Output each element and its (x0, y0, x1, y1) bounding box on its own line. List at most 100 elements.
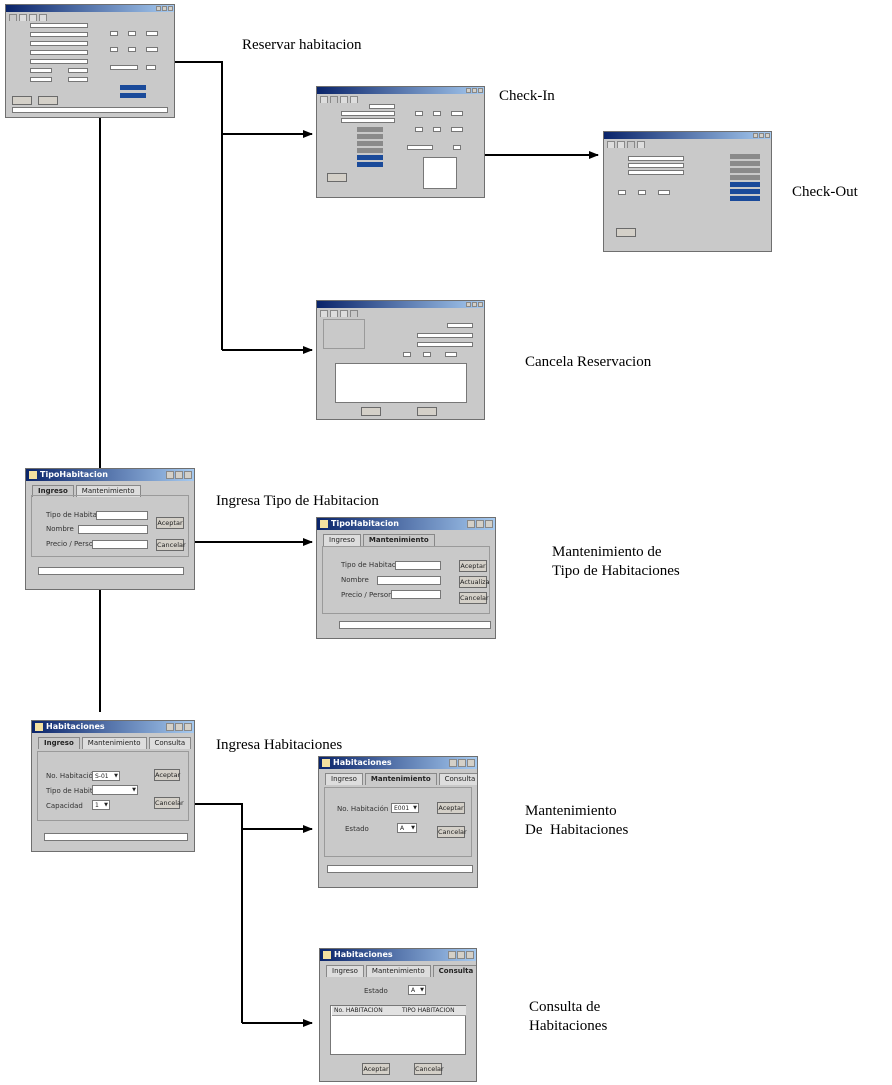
field[interactable] (433, 111, 441, 116)
field[interactable] (146, 31, 158, 36)
tab-reservaciones[interactable] (320, 96, 328, 103)
field[interactable] (30, 23, 88, 28)
field[interactable] (433, 127, 441, 132)
estado-select[interactable]: A (397, 823, 417, 833)
field[interactable] (628, 156, 684, 161)
tab-consulta[interactable]: Consulta (438, 773, 477, 785)
field[interactable] (451, 127, 463, 132)
field[interactable] (638, 190, 646, 195)
tab-checkout[interactable] (340, 310, 348, 317)
aceptar-button[interactable]: Aceptar (154, 769, 181, 781)
field[interactable] (415, 127, 423, 132)
field[interactable] (369, 104, 395, 109)
aceptar-button[interactable]: Aceptar (459, 560, 487, 572)
column-header-tipo-habitacion[interactable]: TIPO HABITACION (400, 1006, 466, 1016)
field[interactable] (30, 50, 88, 55)
field[interactable] (110, 65, 138, 70)
column-header-no-habitacion[interactable]: No. HABITACION (332, 1006, 400, 1016)
tab-checkout[interactable] (29, 14, 37, 21)
field[interactable] (68, 68, 88, 73)
tab-ingreso[interactable]: Ingreso (38, 737, 80, 749)
results-list[interactable] (335, 363, 467, 403)
tab-cancela[interactable] (350, 310, 358, 317)
field[interactable] (453, 145, 461, 150)
tab-cancela[interactable] (350, 96, 358, 103)
aceptar-button[interactable] (12, 96, 32, 105)
tab-checkin[interactable] (330, 310, 338, 317)
tipo-input[interactable] (96, 511, 148, 520)
field[interactable] (445, 352, 457, 357)
field[interactable] (146, 65, 156, 70)
tab-mantenimiento[interactable]: Mantenimiento (364, 773, 437, 785)
field[interactable] (128, 31, 136, 36)
field[interactable] (417, 333, 473, 338)
capacidad-select[interactable]: 1 (92, 800, 110, 810)
field[interactable] (417, 342, 473, 347)
field[interactable] (423, 352, 431, 357)
field[interactable] (341, 111, 395, 116)
field[interactable] (30, 68, 52, 73)
tab-mantenimiento[interactable]: Mantenimiento (365, 965, 431, 977)
tipo-habitacion-select[interactable] (92, 785, 138, 795)
field[interactable] (658, 190, 670, 195)
field[interactable] (618, 190, 626, 195)
aceptar-button[interactable]: Aceptar (362, 1063, 390, 1075)
cancelar-button[interactable] (417, 407, 437, 416)
field[interactable] (30, 59, 88, 64)
tab-ingreso[interactable]: Ingreso (325, 773, 363, 785)
estado-select[interactable]: A (408, 985, 426, 995)
no-habitacion-input[interactable]: E001 (391, 803, 419, 813)
tab-mantenimiento[interactable]: Mantenimiento (75, 485, 141, 497)
field[interactable] (110, 47, 118, 52)
tipo-input[interactable] (395, 561, 441, 570)
field[interactable] (628, 163, 684, 168)
tab-reservaciones[interactable] (607, 141, 615, 148)
tab-cancela[interactable] (637, 141, 645, 148)
tab-reservaciones[interactable] (9, 14, 17, 21)
cancelar-button[interactable]: Cancelar (459, 592, 489, 604)
tab-checkin[interactable] (330, 96, 338, 103)
field[interactable] (30, 41, 88, 46)
field[interactable] (341, 118, 395, 123)
tab-consulta[interactable]: Consulta (432, 965, 476, 977)
precio-input[interactable] (391, 590, 441, 599)
actualiza-button[interactable]: Actualiza (459, 576, 490, 588)
nombre-input[interactable] (377, 576, 441, 585)
precio-input[interactable] (92, 540, 148, 549)
field[interactable] (30, 77, 52, 82)
tab-cancela[interactable] (39, 14, 47, 21)
list-box[interactable] (423, 157, 457, 189)
tab-ingreso[interactable]: Ingreso (326, 965, 364, 977)
field[interactable] (30, 32, 88, 37)
cancelar-button[interactable]: Cancelar (437, 826, 467, 838)
field[interactable] (451, 111, 463, 116)
tab-checkout[interactable] (627, 141, 635, 148)
field[interactable] (128, 47, 136, 52)
field[interactable] (407, 145, 433, 150)
aceptar-button[interactable] (616, 228, 636, 237)
tab-consulta[interactable]: Consulta (148, 737, 192, 749)
nombre-input[interactable] (78, 525, 148, 534)
cancelar-button[interactable]: Cancelar (154, 797, 184, 809)
cancelar-button[interactable]: Cancelar (156, 539, 186, 551)
field[interactable] (68, 77, 88, 82)
tab-checkin[interactable] (617, 141, 625, 148)
cancelar-button[interactable] (38, 96, 58, 105)
tab-ingreso[interactable]: Ingreso (32, 485, 74, 497)
tab-checkin[interactable] (19, 14, 27, 21)
aceptar-button[interactable] (361, 407, 381, 416)
field[interactable] (447, 323, 473, 328)
aceptar-button[interactable] (327, 173, 347, 182)
field[interactable] (403, 352, 411, 357)
aceptar-button[interactable]: Aceptar (156, 517, 184, 529)
aceptar-button[interactable]: Aceptar (437, 802, 465, 814)
no-habitacion-input[interactable]: S-01 (92, 771, 120, 781)
field[interactable] (415, 111, 423, 116)
field[interactable] (146, 47, 158, 52)
tab-checkout[interactable] (340, 96, 348, 103)
tab-mantenimiento[interactable]: Mantenimiento (81, 737, 147, 749)
field[interactable] (110, 31, 118, 36)
cancelar-button[interactable]: Cancelar (414, 1063, 444, 1075)
field[interactable] (628, 170, 684, 175)
tab-mantenimiento[interactable]: Mantenimiento (362, 534, 435, 546)
